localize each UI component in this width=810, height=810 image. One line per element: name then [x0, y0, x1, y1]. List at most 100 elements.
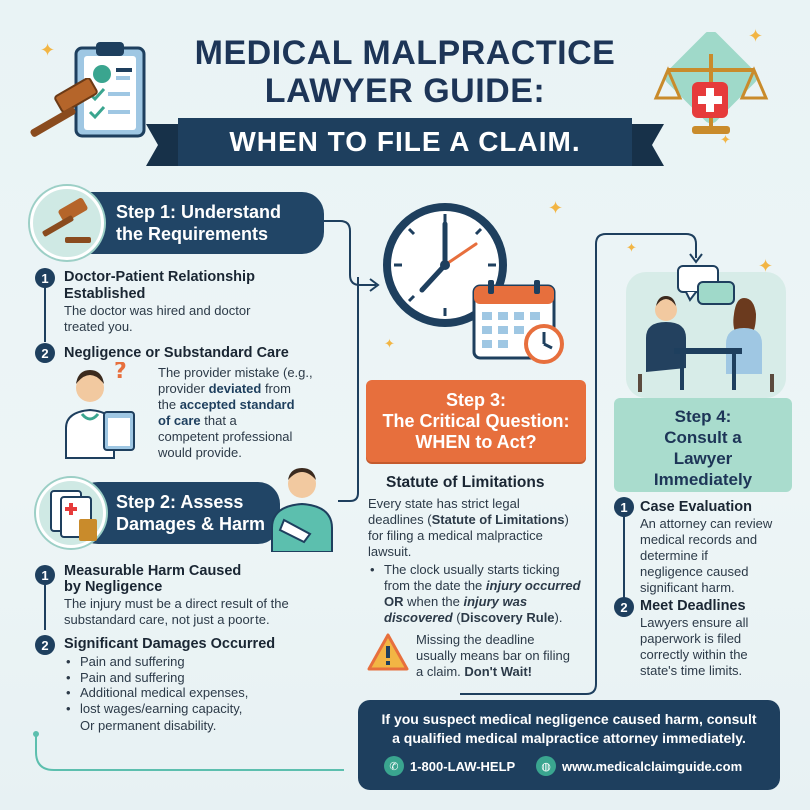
step2-heading-line1: Step 2: Assess [116, 492, 244, 512]
step3-warning-emphasis: Don't Wait! [464, 664, 532, 679]
step3-bullet-emphasis: Discovery Rule [460, 610, 555, 625]
step2-damages-trailing: Or permanent disability. [80, 718, 217, 733]
gavel-icon [30, 186, 104, 260]
step1-item2-title: Negligence or Substandard Care [64, 345, 289, 361]
step3-bullet-line1: The clock usually starts ticking [384, 562, 560, 577]
step4-item2-line4: state's time limits. [640, 663, 743, 678]
footer-message-line2: a qualified medical malpractice attorney… [392, 730, 746, 746]
step1-item1-number: 1 [35, 268, 55, 288]
step3-warning-line1: Missing the deadline [416, 632, 535, 647]
step2-item1-title-line1: Measurable Harm Caused [64, 563, 242, 579]
step3-heading: Step 3: The Critical Question: WHEN to A… [366, 380, 586, 462]
step3-warning-line2: usually means bar on filing [416, 648, 570, 663]
step3-bullet-emphasis: injury occurred [485, 578, 581, 593]
footer-message-line1: If you suspect medical negligence caused… [381, 711, 757, 727]
footer-phone-number: 1-800-LAW-HELP [410, 758, 516, 774]
step3-to-step4-connector [460, 233, 703, 695]
step3-bullet-line3: OR when the injury was [384, 594, 527, 610]
footer-website-url: www.medicalclaimguide.com [562, 758, 743, 774]
step3-bullet-emphasis: discovered [384, 610, 453, 625]
step3-warning-text: a claim. [416, 664, 465, 679]
warning-icon [366, 632, 410, 672]
documents-icon [36, 478, 106, 548]
step1-heading: Step 1: Understand the Requirements [60, 192, 324, 254]
step4-heading: Step 4: Consult a Lawyer Immediately [614, 398, 792, 492]
step4-item2-line1: Lawyers ensure all [640, 615, 749, 630]
title-ribbon: WHEN TO FILE A CLAIM. [178, 118, 632, 166]
step3-heading-line3: WHEN to Act? [415, 431, 537, 452]
globe-icon: ◍ [536, 756, 556, 776]
bullet-dot: • [370, 562, 375, 577]
step1-heading-line1: Step 1: Understand [116, 202, 282, 222]
list-item: Pain and suffering [64, 654, 248, 670]
step3-heading-line1: Step 3: [445, 389, 506, 410]
list-item: Additional medical expenses, [64, 685, 248, 701]
gavel-icon [22, 77, 112, 148]
step3-bullet-emphasis: OR [384, 594, 404, 609]
step4-item1-line4: negligence caused [640, 564, 749, 579]
step4-heading-line4: Immediately [653, 470, 753, 489]
sparkle-icon: ✦ [720, 132, 731, 147]
step4-item1-line3: determine if [640, 548, 708, 563]
sparkle-icon: ✦ [626, 240, 637, 255]
step1-heading-line2: the Requirements [116, 224, 269, 244]
step3-intro-line3: for filing a medical malpractice [368, 528, 543, 543]
step4-item2-line2: paperwork is filed [640, 631, 742, 646]
decorative-connector-line [33, 731, 344, 771]
step4-item2-number: 2 [614, 597, 634, 617]
step1-item2-text-line5: competent professional [158, 429, 293, 444]
step1-item2-text-line1: The provider mistake (e.g., [158, 365, 313, 380]
step1-item2-text-part: the [158, 397, 180, 412]
step3-bullet-text: from the date the [384, 578, 486, 593]
list-item: lost wages/earning capacity, [64, 701, 248, 717]
step4-item1-number: 1 [614, 497, 634, 517]
footer-phone[interactable]: ✆ 1-800-LAW-HELP [384, 756, 515, 776]
list-item: Pain and suffering [64, 670, 248, 686]
step1-item2-text-line4: of care that a [158, 413, 237, 429]
step2-item1-number: 1 [35, 565, 55, 585]
step1-item1-title-line1: Doctor-Patient Relationship [64, 269, 255, 285]
step3-intro-line4: lawsuit. [368, 544, 412, 559]
step3-intro-emphasis: Statute of Limitations [431, 512, 565, 527]
step1-item2-number: 2 [35, 343, 55, 363]
step4-item2-line3: correctly within the [640, 647, 748, 662]
step4-item1-line2: medical records and [640, 532, 758, 547]
step2-item2-title: Significant Damages Occurred [64, 636, 276, 652]
step3-bullet-text: ). [554, 610, 563, 625]
step3-bullet-text: when the [403, 594, 464, 609]
step1-item2-emphasis-deviated: deviated [208, 381, 262, 396]
step2-item1-text-line2: substandard care, not just a poor te. [64, 612, 270, 627]
sparkle-icon: ✦ [548, 198, 564, 218]
step1-to-step3-connector [324, 220, 380, 502]
calendar-icon [470, 278, 570, 368]
step3-bullet-line4: discovered (Discovery Rule). [384, 610, 563, 626]
svg-text:?: ? [114, 362, 127, 384]
step1-item2-text-line3: the accepted standard [158, 397, 295, 413]
sparkle-icon: ✦ [40, 40, 56, 60]
step3-bullet-emphasis: injury was [463, 594, 528, 609]
step2-damages-list: Pain and suffering Pain and suffering Ad… [64, 654, 248, 716]
step2-item2-number: 2 [35, 635, 55, 655]
step3-intro-text: ) [564, 512, 569, 527]
step3-intro-text: deadlines ( [368, 512, 432, 527]
footer-banner: If you suspect medical negligence caused… [358, 700, 780, 790]
medical-cross-icon [690, 80, 730, 120]
step4-heading-line2: Consult a [664, 428, 742, 447]
step3-bullet-line2: from the date the injury occurred [384, 578, 581, 594]
sparkle-icon: ✦ [748, 26, 764, 46]
meeting-icon [626, 262, 786, 398]
step1-item2-emphasis-standard: accepted standard [179, 397, 295, 412]
doctor-icon: ? [48, 359, 148, 462]
step1-item2-text-part: from [261, 381, 291, 396]
step4-connector [623, 514, 625, 600]
step4-item1-line1: An attorney can review [640, 516, 773, 531]
step3-warning-line3: a claim. Don't Wait! [416, 664, 532, 680]
step4-item2-title: Meet Deadlines [640, 598, 746, 614]
step3-intro-line1: Every state has strict legal [368, 496, 520, 511]
step1-item2-emphasis-of-care: of care [158, 413, 201, 428]
step3-bullet-text: ( [452, 610, 461, 625]
step3-intro-line2: deadlines (Statute of Limitations) [368, 512, 569, 528]
step1-item1-text-line1: The doctor was hired and doctor [64, 303, 251, 318]
step4-item1-title: Case Evaluation [640, 499, 753, 515]
footer-website-link[interactable]: ◍ www.medicalclaimguide.com [536, 756, 742, 776]
